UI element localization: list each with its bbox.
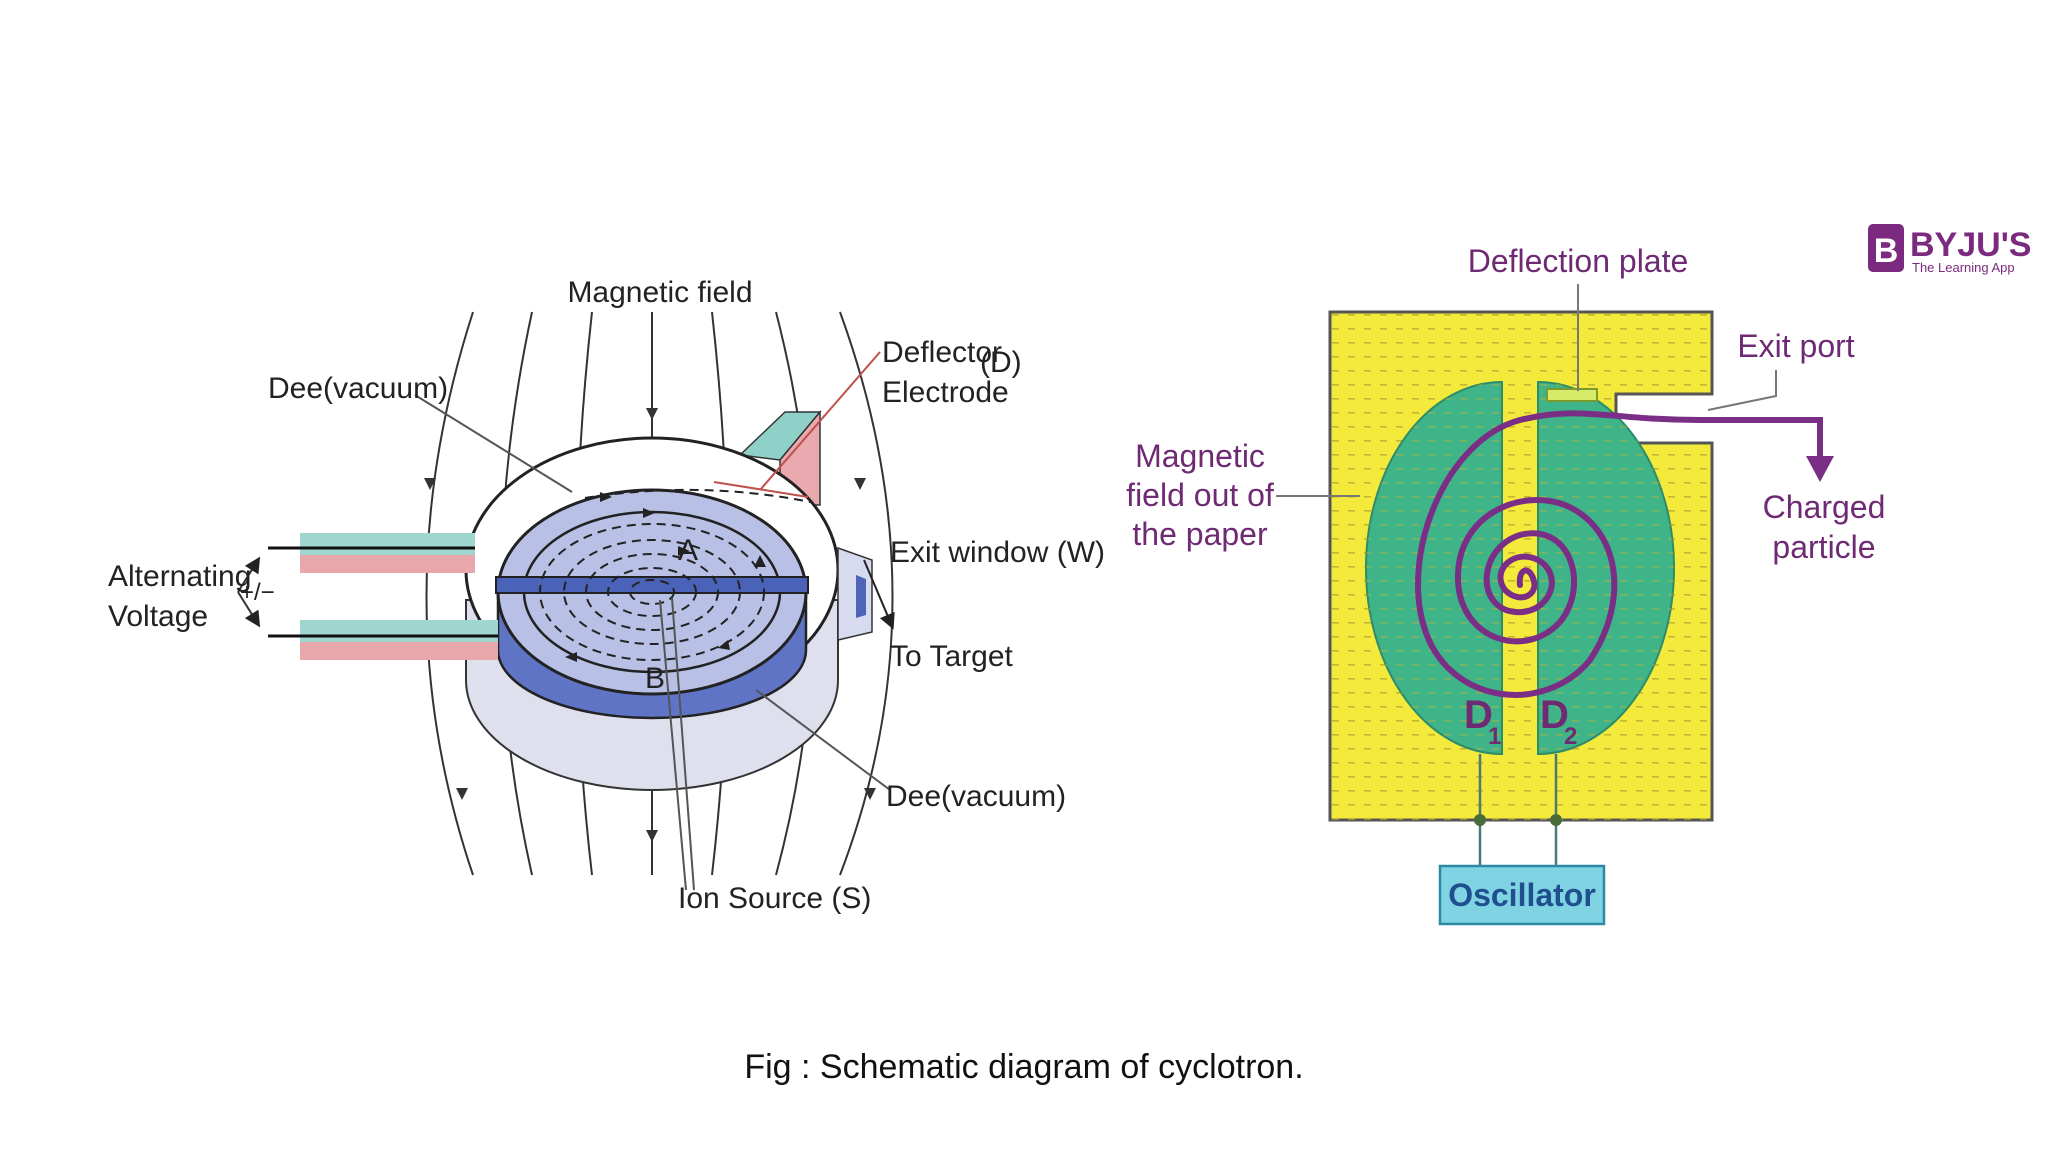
voltage-leads [237, 533, 498, 660]
label-magnetic-field: Magnetic field [567, 276, 752, 309]
label-ion-source: Ion Source (S) [678, 882, 871, 915]
byjus-logo: B BYJU'S The Learning App [1868, 224, 2031, 275]
label-magnetic-3: the paper [1132, 516, 1268, 552]
logo-tagline: The Learning App [1912, 260, 2015, 275]
label-charged-2: particle [1772, 529, 1875, 565]
figure-caption: Fig : Schematic diagram of cyclotron. [744, 1048, 1304, 1086]
label-point-a: A [678, 534, 698, 567]
label-deflection-plate: Deflection plate [1468, 243, 1689, 279]
right-leader-lines [1276, 284, 1777, 497]
label-d2-sub: 2 [1564, 723, 1577, 750]
label-point-b: B [645, 662, 665, 695]
label-electrode: Electrode [882, 376, 1009, 409]
cyclotron-3d-diagram: Magnetic field Dee(vacuum) Deflector (D)… [108, 276, 1105, 915]
label-to-target: To Target [890, 640, 1014, 673]
deflection-plate [1546, 388, 1598, 402]
particle-exit-arrow [1806, 456, 1834, 482]
label-charged-1: Charged [1763, 489, 1886, 525]
path-arrows [565, 492, 766, 662]
label-magnetic-2: field out of [1126, 477, 1274, 513]
svg-text:B: B [1874, 232, 1899, 270]
label-deflector: Deflector [882, 336, 1002, 369]
oscillator-box [1438, 864, 1606, 926]
dees [495, 488, 809, 720]
exit-window [837, 546, 873, 641]
label-d2: D [1540, 693, 1569, 737]
label-alternating: Alternating [108, 560, 251, 593]
oscillator-wires [1478, 754, 1558, 866]
field-arrows [424, 408, 876, 842]
label-d1: D [1464, 693, 1493, 737]
label-d1-sub: 1 [1488, 723, 1501, 750]
label-magnetic-1: Magnetic [1135, 438, 1265, 474]
cyclotron-top-view-diagram: Deflection plate Exit port Magnetic fiel… [1126, 243, 1886, 926]
label-oscillator: Oscillator [1448, 877, 1596, 913]
logo-brand: BYJU'S [1910, 226, 2031, 264]
label-deflector-d: (D) [980, 346, 1022, 379]
label-plus-minus: +/− [240, 579, 275, 606]
leader-lines [414, 351, 895, 891]
particle-spiral [1415, 410, 1823, 698]
label-exit-window: Exit window (W) [890, 536, 1105, 569]
label-dee-bottom: Dee(vacuum) [886, 780, 1066, 813]
label-voltage: Voltage [108, 600, 208, 633]
label-exit-port: Exit port [1737, 328, 1854, 364]
label-dee-top: Dee(vacuum) [268, 372, 448, 405]
particle-path [539, 488, 811, 661]
